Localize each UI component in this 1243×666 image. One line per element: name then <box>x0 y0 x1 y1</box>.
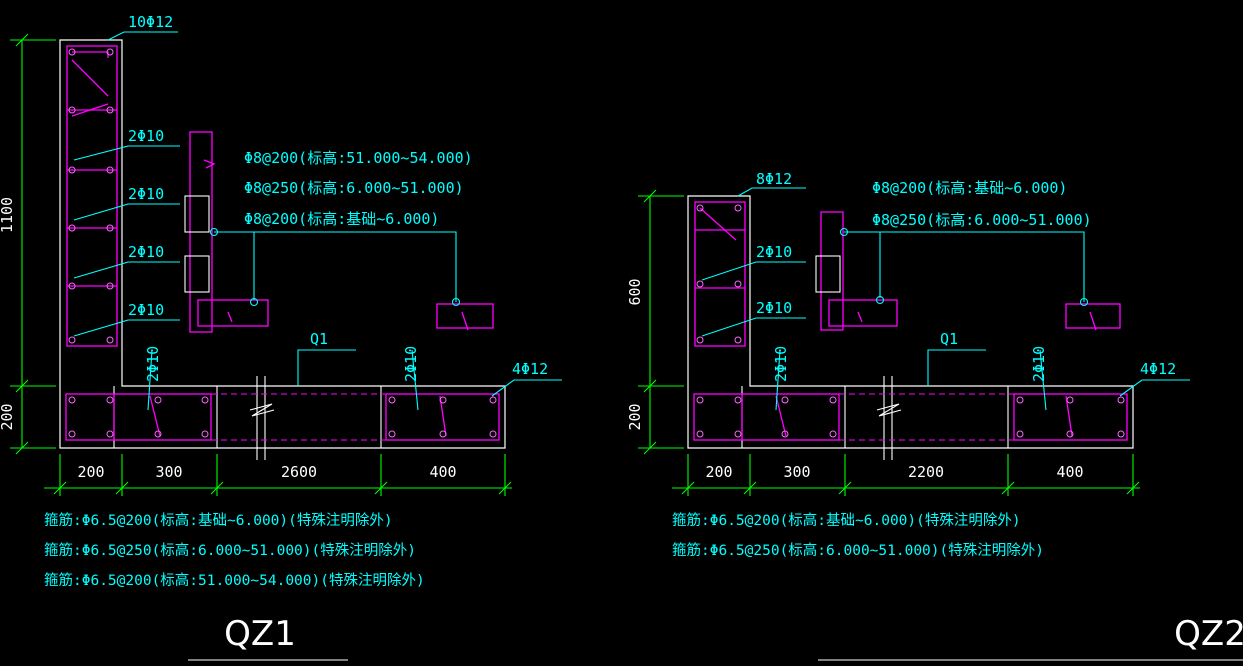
qz2-dim-vertical <box>638 189 684 455</box>
qz2-dim-h-4: 400 <box>1056 463 1083 481</box>
qz1-wall-label: Q1 <box>310 330 328 348</box>
qz1-dim-h-4: 400 <box>429 463 456 481</box>
qz1-vertical-bar-label: 2Φ10 <box>144 346 162 382</box>
qz1-dim-v-1: 1100 <box>0 197 16 233</box>
qz1-detail-hook <box>203 159 216 169</box>
qz2-dim-h-2: 300 <box>783 463 810 481</box>
qz1-bar-dots-bottom <box>68 396 497 438</box>
qz2-stirrup-right-1: Φ8@200(标高:基础~6.000) <box>872 179 1067 197</box>
qz1-side-bar-label-1: 2Φ10 <box>128 127 164 145</box>
qz2-side-bar-label-2: 2Φ10 <box>756 299 792 317</box>
qz1-title: QZ1 <box>224 614 296 654</box>
qz1-stirrup-note-2: 箍筋:Φ6.5@250(标高:6.000~51.000)(特殊注明除外) <box>44 542 416 559</box>
qz1-dim-v-2: 200 <box>0 403 16 430</box>
qz1-stirrup-corner <box>65 393 212 441</box>
qz1-side-bar-label-2: 2Φ10 <box>128 185 164 203</box>
qz1-outline <box>59 39 506 449</box>
qz1-leaders <box>73 31 562 411</box>
qz1-column-detail: 1100 200 200 300 2600 400 10Φ12 2Φ10 2Φ1… <box>0 13 562 661</box>
qz2-dim-horizontal <box>672 454 1140 496</box>
qz2-stirrup-vertical <box>694 201 746 347</box>
qz2-stirrup-note-2: 箍筋:Φ6.5@250(标高:6.000~51.000)(特殊注明除外) <box>672 542 1044 559</box>
qz1-hook <box>71 51 109 97</box>
qz2-leaders <box>701 187 1190 411</box>
qz2-column-detail: 600 200 200 300 2200 400 8Φ12 2Φ10 2Φ10 … <box>626 170 1243 661</box>
qz1-detail-stirrup-horizontal-2 <box>436 303 494 329</box>
qz2-stirrup-right-2: Φ8@250(标高:6.000~51.000) <box>872 211 1092 229</box>
qz2-side-bar-label-1: 2Φ10 <box>756 243 792 261</box>
qz2-dim-h-1: 200 <box>705 463 732 481</box>
qz2-break-symbol <box>876 376 902 460</box>
qz1-stirrup-right-1: Φ8@200(标高:51.000~54.000) <box>244 149 473 167</box>
qz2-dim-h-3: 2200 <box>908 463 944 481</box>
qz1-dim-h-2: 300 <box>155 463 182 481</box>
qz1-main-bar-label: 10Φ12 <box>128 13 173 31</box>
qz2-detail-box <box>815 255 841 293</box>
qz1-stirrup-vertical <box>66 45 118 347</box>
qz2-dim-v-1: 600 <box>626 278 644 305</box>
qz2-detail-stirrup-horizontal <box>828 299 898 327</box>
qz2-stirrup-end <box>1013 393 1128 441</box>
qz1-vertical-bar-label-right: 2Φ10 <box>402 346 420 382</box>
qz1-detail-stirrup-horizontal <box>197 299 269 327</box>
qz1-dim-vertical <box>10 33 56 455</box>
qz1-stirrup-right-2: Φ8@250(标高:6.000~51.000) <box>244 179 464 197</box>
qz1-hook <box>71 103 109 117</box>
qz2-title: QZ2 <box>1174 614 1243 654</box>
qz1-detail-box <box>184 255 210 293</box>
qz2-wall-label: Q1 <box>940 330 958 348</box>
qz2-stirrup-corner <box>693 393 840 441</box>
qz1-side-bar-label-4: 2Φ10 <box>128 301 164 319</box>
qz2-hook <box>775 395 1073 437</box>
qz2-stirrup-note-1: 箍筋:Φ6.5@200(标高:基础~6.000)(特殊注明除外) <box>672 512 1021 529</box>
qz2-detail-hook <box>857 311 1097 331</box>
qz1-side-bar-label-3: 2Φ10 <box>128 243 164 261</box>
qz1-end-bar-label: 4Φ12 <box>512 360 548 378</box>
qz2-detail-stirrup-horizontal-2 <box>1065 303 1121 329</box>
qz1-dim-h-3: 2600 <box>281 463 317 481</box>
qz2-end-bar-label: 4Φ12 <box>1140 360 1176 378</box>
qz1-detail-box <box>184 195 210 233</box>
qz2-bar-dots-bottom <box>696 396 1125 438</box>
qz1-hook <box>149 395 447 437</box>
qz1-bar-dots <box>68 48 114 344</box>
qz1-stirrup-note-3: 箍筋:Φ6.5@200(标高:51.000~54.000)(特殊注明除外) <box>44 572 425 589</box>
qz2-vertical-bar-label: 2Φ10 <box>772 346 790 382</box>
qz1-detail-hook <box>227 311 469 331</box>
qz2-main-bar-label: 8Φ12 <box>756 170 792 188</box>
qz1-stirrup-right-3: Φ8@200(标高:基础~6.000) <box>244 210 439 228</box>
qz1-stirrup-end <box>385 393 500 441</box>
qz1-dim-horizontal <box>44 454 512 496</box>
qz2-vertical-bar-label-right: 2Φ10 <box>1030 346 1048 382</box>
qz1-break-symbol <box>249 376 275 460</box>
qz2-detail-stirrup-vertical <box>820 211 844 331</box>
qz1-dim-h-1: 200 <box>77 463 104 481</box>
qz2-dim-v-2: 200 <box>626 403 644 430</box>
qz2-bar-dots <box>696 204 742 344</box>
qz2-hook <box>699 207 737 241</box>
qz1-stirrup-note-1: 箍筋:Φ6.5@200(标高:基础~6.000)(特殊注明除外) <box>44 512 393 529</box>
